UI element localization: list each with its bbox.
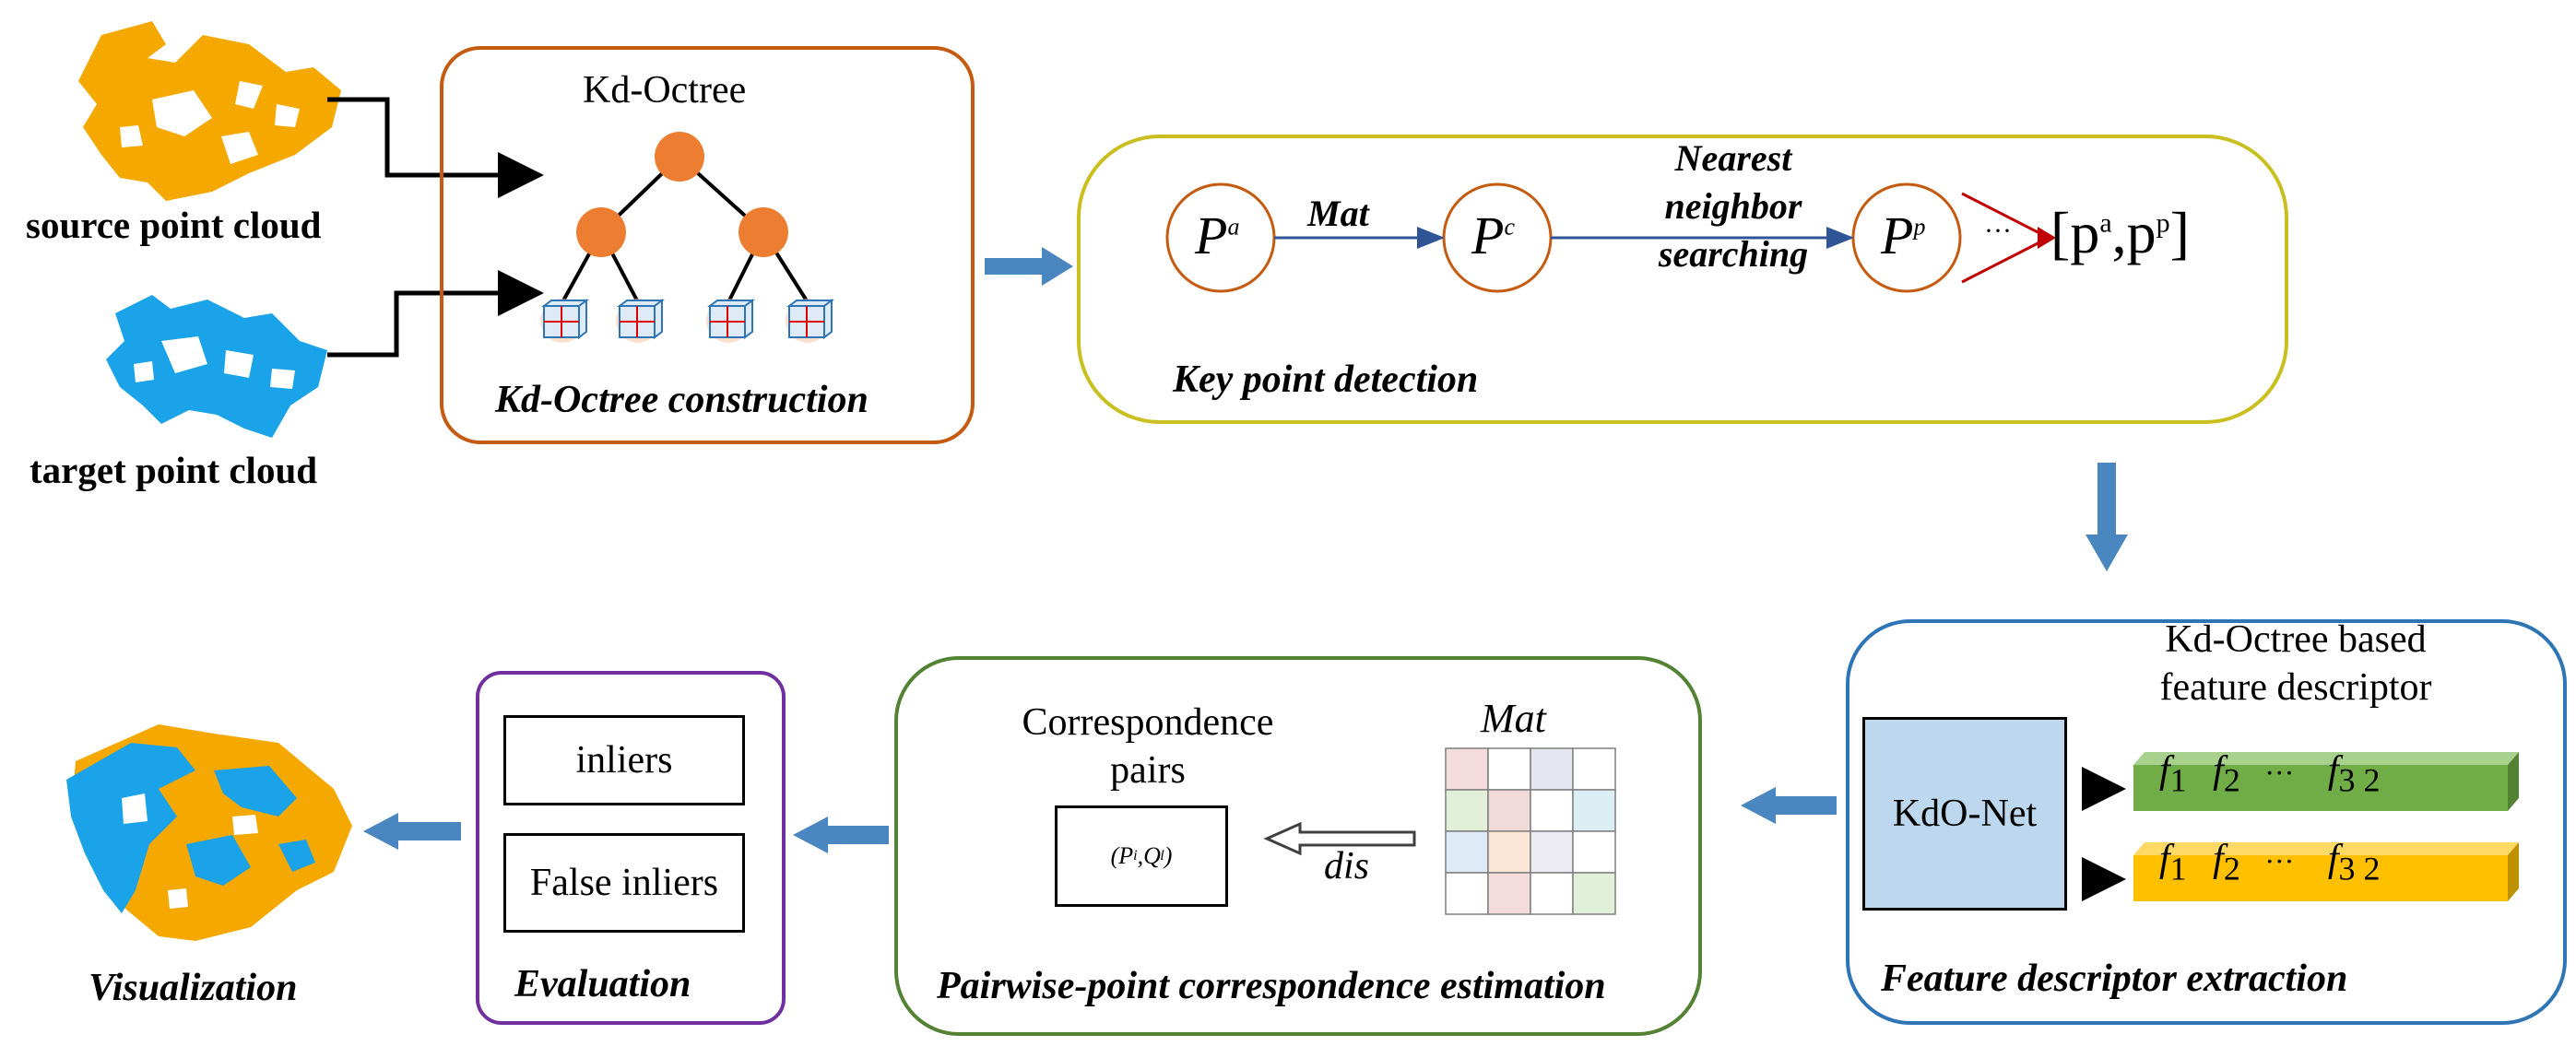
target-feature-vector (2133, 842, 2519, 901)
green-vector-labels: f1 f2 ··· f3 2 (2159, 749, 2381, 799)
target-point-cloud-label: target point cloud (30, 449, 318, 491)
tree-right-node (739, 207, 788, 257)
fan-arrowhead (2038, 227, 2056, 249)
false-inliers-box: False inliers (503, 833, 745, 933)
tree-left-node (576, 207, 626, 257)
dis-label: dis (1324, 845, 1370, 887)
inliers-label: inliers (575, 739, 673, 782)
tree-root-node (655, 132, 704, 182)
source-point-cloud-image (78, 21, 341, 201)
false-inliers-label: False inliers (529, 862, 719, 904)
node-pa-label: Pa (1195, 206, 1240, 265)
key-point-detection-box (1077, 135, 2288, 424)
inliers-box: inliers (503, 715, 745, 805)
kd-octree-construction-box (440, 46, 975, 444)
key-point-detection-caption: Key point detection (1173, 358, 1479, 401)
registered-point-cloud-image (66, 724, 352, 941)
feature-vectors-diagram (2082, 752, 2519, 901)
kd-octree-title: Kd-Octree (583, 69, 747, 112)
flow-arrow-evaluation-to-visualization (363, 813, 461, 850)
node-pp-label: Pp (1881, 206, 1926, 265)
fan-out-arrows (1961, 192, 2050, 284)
ellipsis-label: ··· (1984, 216, 2012, 246)
target-point-cloud-image (106, 295, 327, 438)
correspondence-pairs-title: Correspondence pairs (1022, 701, 1274, 792)
flow-arrow-feature-to-correspondence (1741, 787, 1837, 824)
yellow-vector-labels: f1 f2 ··· f3 2 (2159, 838, 2381, 887)
edge-mat-label: Mat (1307, 193, 1369, 234)
kdo-net-label: KdO-Net (1892, 793, 2038, 835)
visualization-caption: Visualization (89, 967, 298, 1009)
kd-octree-tree-diagram (540, 132, 834, 343)
source-connector-arrow (327, 97, 544, 198)
target-connector-arrow (327, 270, 544, 358)
node-pc-label: Pc (1471, 206, 1515, 265)
tree-leaf-cubes (540, 299, 834, 343)
flow-arrow-kd-to-keypoint (985, 247, 1073, 286)
feature-descriptor-title: Kd-Octree based feature descriptor (2159, 618, 2432, 709)
matrix-mat-label: Mat (1481, 696, 1546, 741)
kdo-net-block: KdO-Net (1862, 717, 2067, 911)
feature-descriptor-caption: Feature descriptor extraction (1881, 958, 2348, 1000)
source-feature-vector (2133, 752, 2519, 811)
input-connectors (327, 97, 544, 358)
correspondence-estimation-caption: Pairwise-point correspondence estimation (937, 965, 1606, 1007)
evaluation-box (476, 671, 786, 1025)
kd-octree-construction-caption: Kd-Octree construction (495, 379, 869, 421)
keypoint-output-label: [pa,pp] (2050, 200, 2190, 265)
feature-descriptor-extraction-box (1846, 619, 2567, 1025)
evaluation-caption: Evaluation (514, 963, 691, 1005)
distance-matrix-grid (1445, 747, 1616, 915)
flow-arrow-keypoint-to-feature (2086, 463, 2128, 571)
key-point-detection-diagram (1165, 182, 2056, 293)
correspondence-estimation-box (894, 656, 1702, 1036)
source-point-cloud-label: source point cloud (26, 204, 322, 246)
edge-nn-label: Nearest neighbor searching (1658, 137, 1809, 275)
dis-hollow-arrow (1263, 821, 1416, 856)
flow-arrow-correspondence-to-evaluation (793, 817, 889, 853)
